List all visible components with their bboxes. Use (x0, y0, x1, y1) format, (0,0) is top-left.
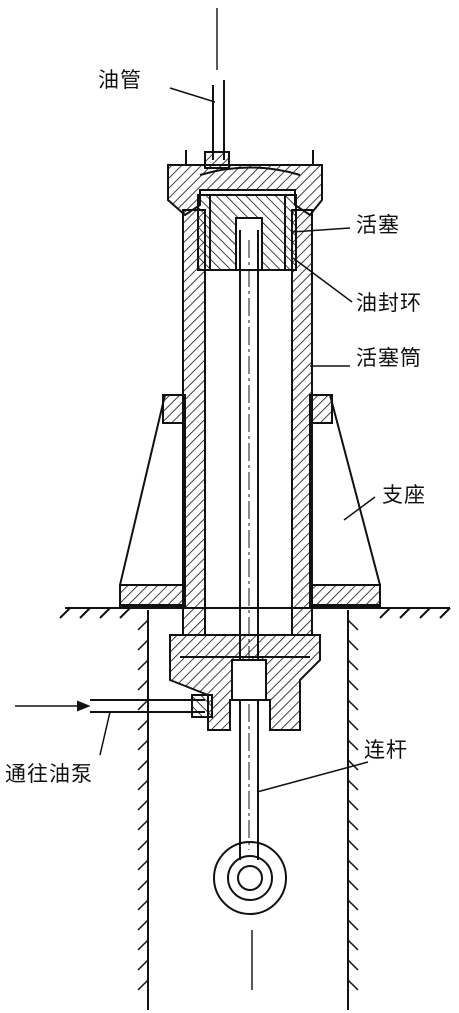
support-base (119, 394, 381, 608)
label-support-base: 支座 (382, 483, 426, 507)
label-oil-seal-ring: 油封环 (356, 291, 422, 315)
leader-rod (256, 761, 369, 793)
piston (197, 194, 297, 271)
leader-oil-pipe (169, 87, 216, 103)
oil-pipe (204, 80, 230, 169)
label-to-oil-pump: 通往油泵 (5, 762, 93, 786)
label-piston: 活塞 (356, 213, 400, 237)
cylinder-top-cap (167, 150, 323, 217)
label-piston-cylinder: 活塞筒 (356, 346, 422, 370)
leader-support (343, 496, 376, 521)
label-oil-pipe: 油管 (98, 68, 142, 92)
leader-pump (99, 711, 111, 756)
leader-lines (99, 87, 376, 793)
leader-piston (291, 227, 351, 233)
piston-cylinder (182, 209, 313, 636)
pump-oil-line (15, 694, 213, 718)
label-connecting-rod: 连杆 (364, 738, 408, 762)
pit-walls (137, 610, 359, 1010)
ground-line (59, 607, 451, 619)
leader-oil-seal (292, 257, 353, 303)
connecting-rod (213, 230, 287, 915)
